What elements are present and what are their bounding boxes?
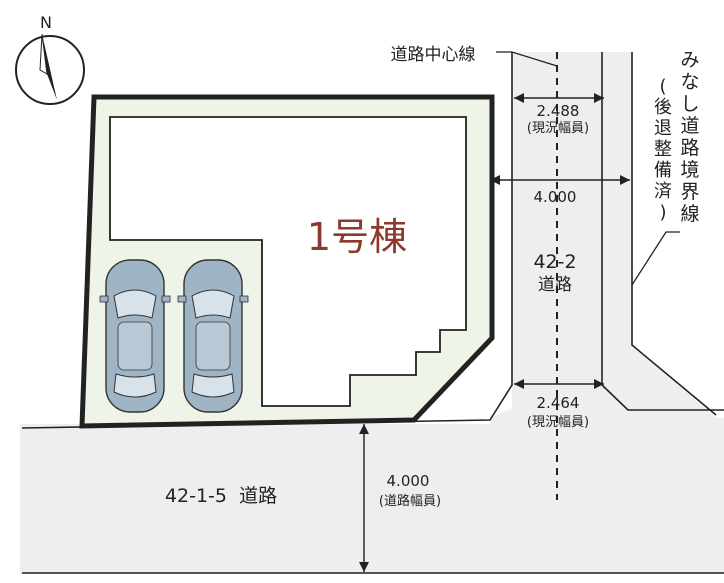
building-footprint xyxy=(109,116,467,407)
boundary-label-char: な xyxy=(680,71,699,93)
dim-total-value: 4.000 xyxy=(534,188,577,206)
boundary-note-char: ( xyxy=(659,76,666,97)
building-label: 1号棟 xyxy=(307,215,407,259)
main-road-label: 42-1-5 道路 xyxy=(165,485,277,507)
dim-main-note: (道路幅員) xyxy=(379,493,441,509)
boundary-label-char: 界 xyxy=(680,181,699,203)
boundary-note-char: ) xyxy=(659,202,666,223)
dim-arrow xyxy=(594,379,604,389)
boundary-note-char: 備 xyxy=(654,160,672,181)
centerline-label: 道路中心線 xyxy=(391,45,476,65)
boundary-label-char: み xyxy=(680,49,699,71)
dim-top-value: 2.488 xyxy=(537,102,580,120)
boundary-note-char: 整 xyxy=(654,139,672,160)
side-road-code: 42-2 xyxy=(533,251,576,273)
boundary-label-char: 路 xyxy=(680,137,699,159)
boundary-label-char: 線 xyxy=(680,203,699,225)
boundary-label-char: し xyxy=(680,93,699,115)
boundary-label-char: 境 xyxy=(680,159,699,181)
dim-arrow xyxy=(490,175,500,185)
dim-bottom-note: (現況幅員) xyxy=(527,415,589,430)
dim-arrow xyxy=(620,175,630,185)
dim-arrow xyxy=(359,424,369,434)
side-road-area xyxy=(490,52,724,430)
car-icon xyxy=(177,259,249,413)
dim-arrow xyxy=(514,93,524,103)
boundary-note-char: 済 xyxy=(654,181,672,202)
north-label: N xyxy=(40,13,52,32)
dim-arrow xyxy=(594,93,604,103)
dim-arrow xyxy=(359,562,369,572)
boundary-note-char: 退 xyxy=(654,118,672,139)
compass-icon: N xyxy=(15,13,85,105)
boundary-note-char: 後 xyxy=(654,97,672,118)
dim-bottom-value: 2.464 xyxy=(537,394,580,412)
dim-main-value: 4.000 xyxy=(387,472,430,490)
boundary-leader xyxy=(631,231,680,286)
car-icon xyxy=(99,259,171,413)
dim-top-note: (現況幅員) xyxy=(527,121,589,136)
boundary-label-char: 道 xyxy=(680,115,699,137)
side-road-name: 道路 xyxy=(538,275,572,295)
centerline-leader xyxy=(496,51,558,67)
main-road-area xyxy=(20,424,724,574)
dim-arrow xyxy=(514,379,524,389)
